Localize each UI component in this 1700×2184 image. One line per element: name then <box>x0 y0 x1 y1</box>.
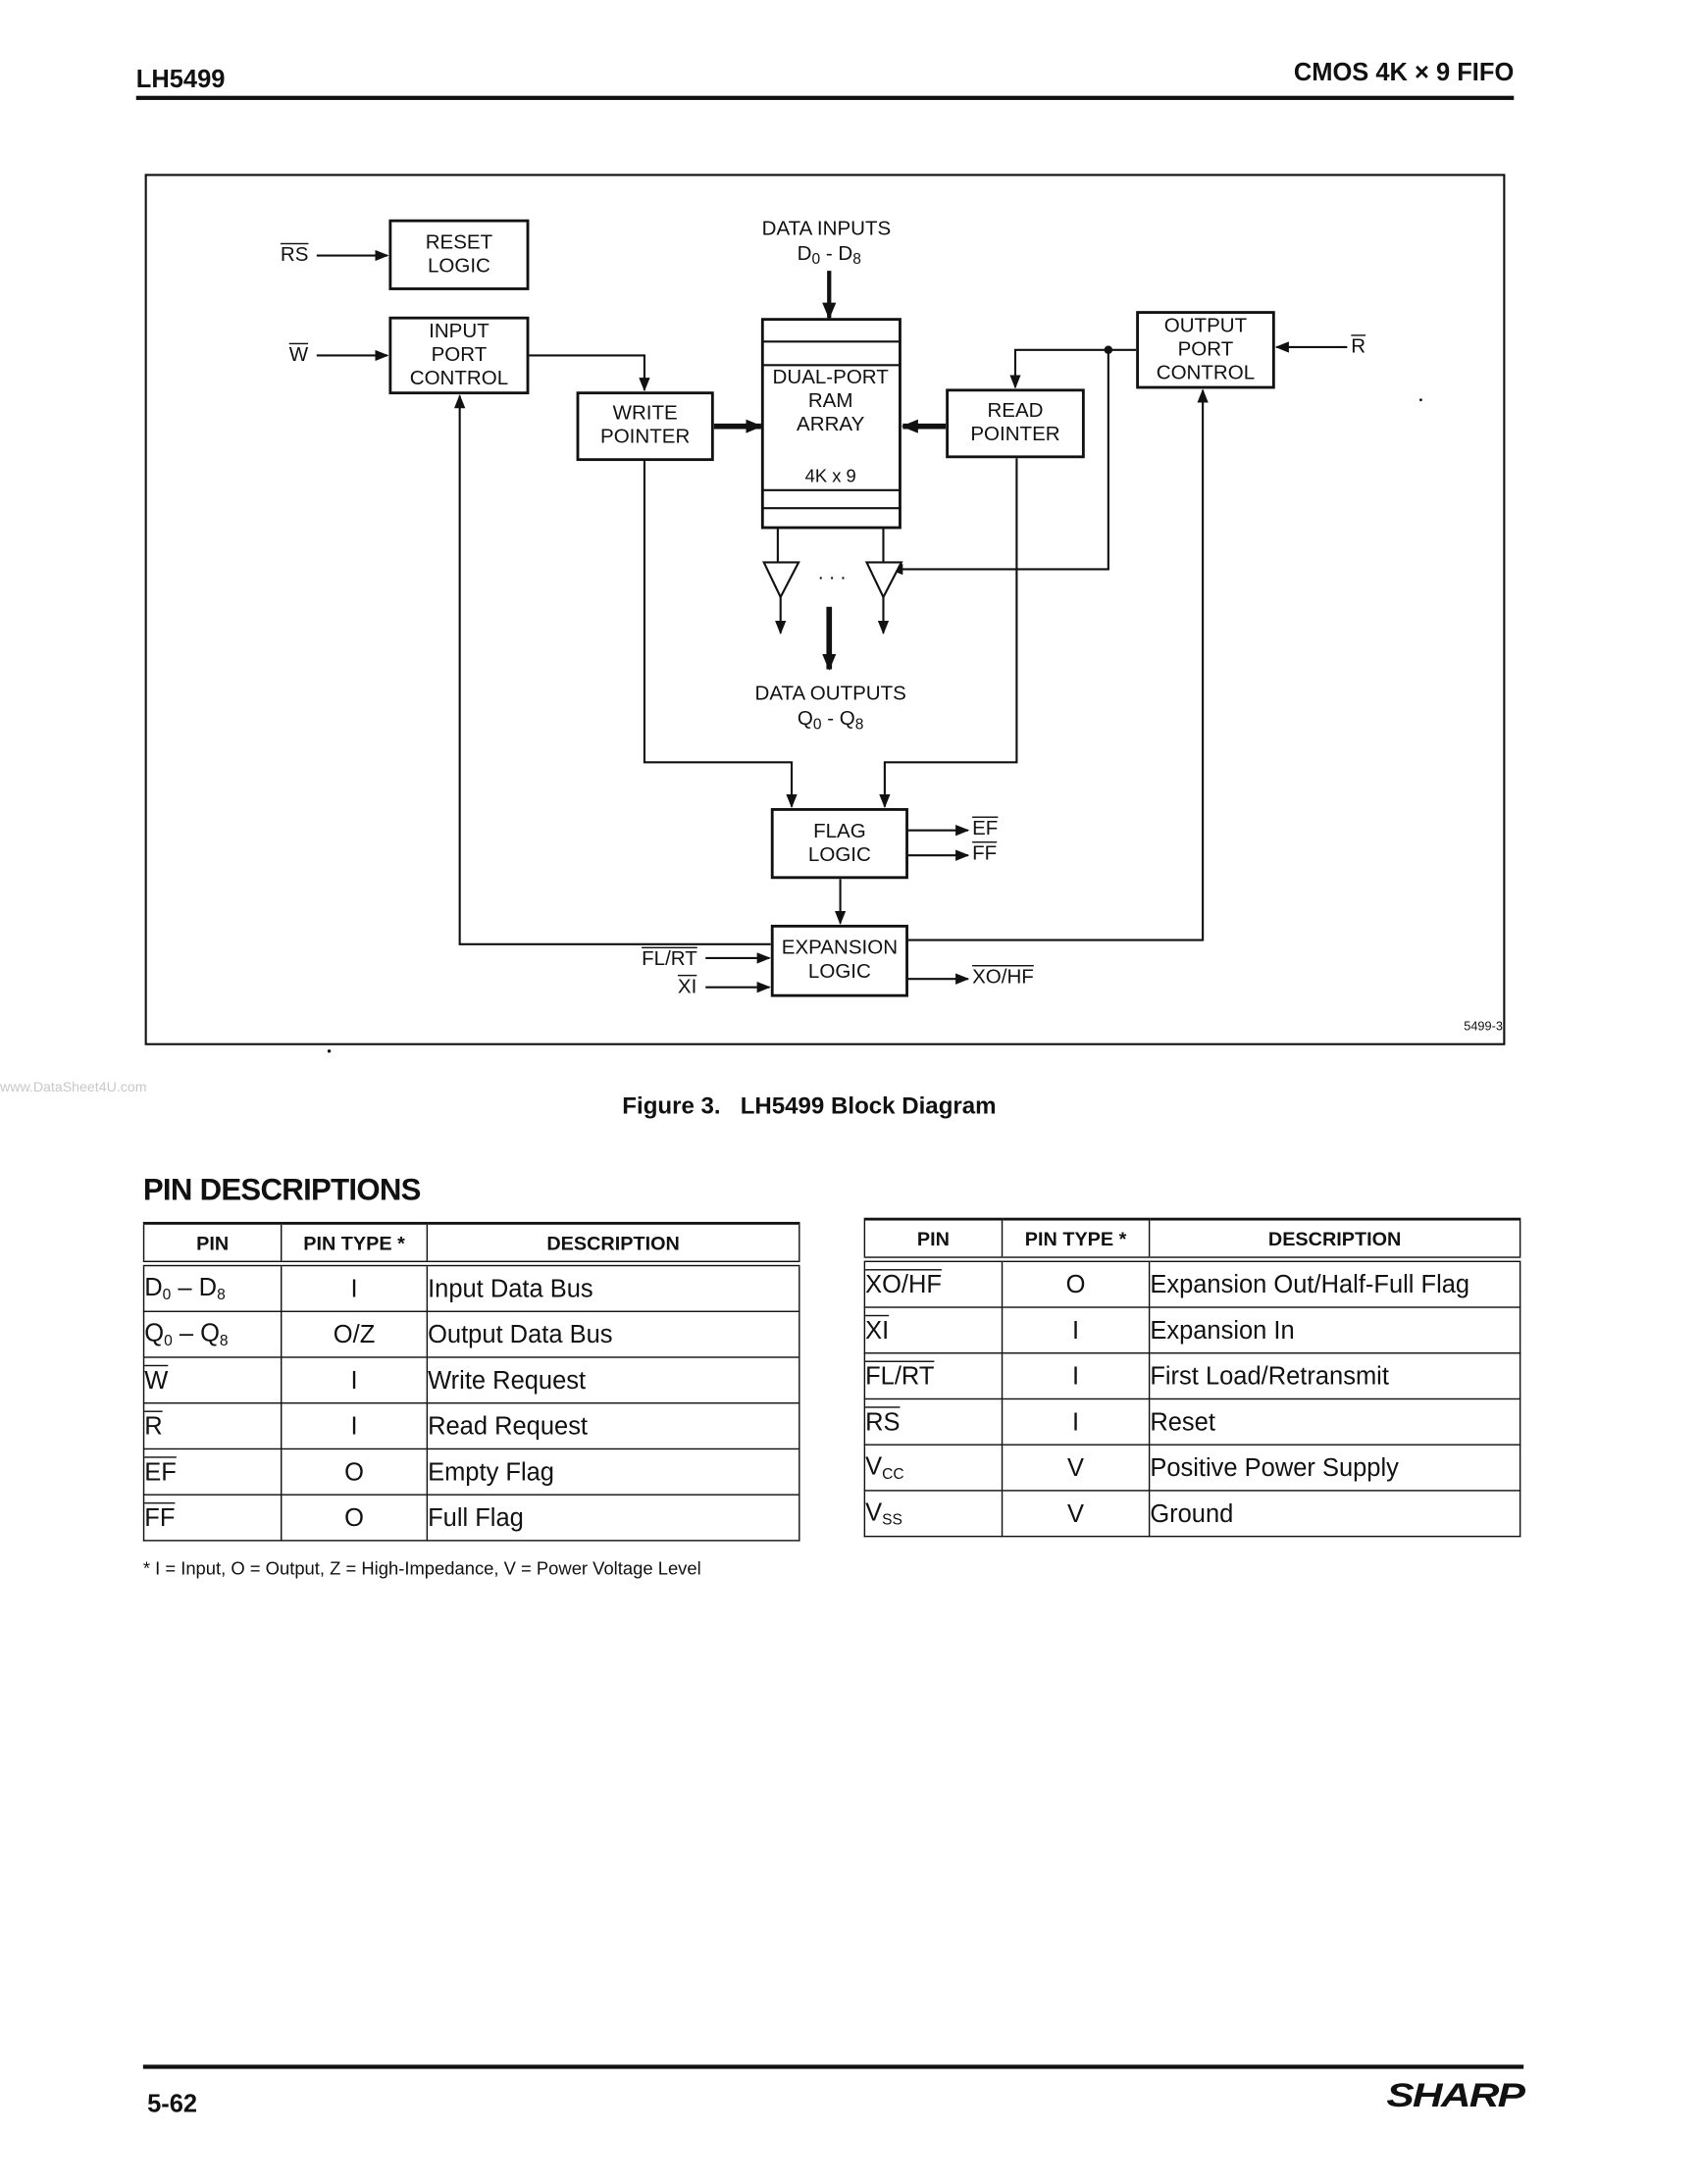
pin-cell: R <box>142 1402 283 1450</box>
footer-rule <box>142 2064 1524 2069</box>
pin-cell: FL/RT <box>863 1352 1004 1400</box>
pin-type-cell: I <box>281 1402 429 1450</box>
section-title: PIN DESCRIPTIONS <box>142 1171 422 1207</box>
ram-array-box <box>760 318 902 530</box>
description-cell: Input Data Bus <box>426 1262 800 1312</box>
pin-cell: W <box>142 1356 283 1404</box>
output-buffer-triangle <box>864 561 903 600</box>
description-cell: Output Data Bus <box>426 1310 800 1358</box>
pin-type-cell: I <box>1001 1397 1151 1446</box>
pin-cell: RS <box>863 1397 1004 1446</box>
page-number: 5-62 <box>147 2089 198 2118</box>
expansion-to-opc <box>907 388 1209 941</box>
pin-type-cell: V <box>1001 1444 1151 1492</box>
description-cell: Expansion In <box>1148 1306 1521 1354</box>
figure-id: 5499-3 <box>1464 1019 1503 1034</box>
read-pointer-to-flag <box>879 458 1018 809</box>
ef-label: EF <box>972 817 999 840</box>
page-header-title: CMOS 4K × 9 FIFO <box>1293 58 1515 86</box>
sharp-logo: SHARP <box>1386 2077 1525 2115</box>
pin-type-cell: O <box>1001 1258 1151 1308</box>
w-label: W <box>288 344 309 367</box>
description-cell: Expansion Out/Half-Full Flag <box>1148 1258 1521 1308</box>
opc-to-output-buffers <box>889 349 1109 576</box>
pin-type-cell: I <box>281 1356 429 1404</box>
description-cell: Ground <box>1148 1490 1521 1538</box>
r-label: R <box>1351 335 1366 359</box>
pin-cell: FF <box>142 1494 283 1542</box>
block-diagram <box>144 174 1506 1053</box>
ipc-to-write-pointer <box>529 354 650 392</box>
part-number: LH5499 <box>135 65 226 93</box>
description-cell: Empty Flag <box>426 1448 800 1496</box>
pin-cell: VSS <box>863 1490 1004 1538</box>
data-inputs-label: DATA INPUTS <box>761 218 892 240</box>
fl-rt-label: FL/RT <box>642 948 697 971</box>
description-cell: Positive Power Supply <box>1148 1444 1521 1492</box>
rs-label: RS <box>280 244 309 267</box>
description-cell: Read Request <box>426 1402 800 1450</box>
pin-cell: D0 – D8 <box>142 1262 283 1312</box>
pin-type-cell: V <box>1001 1490 1151 1538</box>
buffer-ellipsis: . . . <box>817 562 847 585</box>
write-pointer-to-flag <box>643 461 798 809</box>
description-cell: Reset <box>1148 1397 1521 1446</box>
data-inputs-range: D0 - D8 <box>797 242 861 269</box>
junction-dot <box>1104 345 1113 355</box>
ram-size: 4K x 9 <box>804 465 856 486</box>
pin-type-cell: O <box>281 1448 429 1496</box>
watermark: www.DataSheet4U.com <box>0 1080 147 1096</box>
xo-hf-label: XO/HF <box>972 966 1034 990</box>
output-buffer-triangle <box>762 561 800 600</box>
pin-cell: XO/HF <box>863 1258 1004 1308</box>
pin-type-cell: I <box>1001 1352 1151 1400</box>
description-cell: Full Flag <box>426 1494 800 1542</box>
figure-caption: Figure 3. LH5499 Block Diagram <box>622 1092 997 1120</box>
data-outputs-label: DATA OUTPUTS <box>754 683 906 706</box>
footnote: * I = Input, O = Output, Z = High-Impeda… <box>142 1557 701 1579</box>
header-rule <box>135 95 1515 100</box>
expansion-to-ipc <box>453 394 771 945</box>
opc-to-read-pointer <box>1009 348 1137 389</box>
diagram-frame <box>144 174 1506 1045</box>
description-cell: Write Request <box>426 1356 800 1404</box>
pin-cell: VCC <box>863 1444 1004 1492</box>
data-outputs-range: Q0 - Q8 <box>797 708 864 734</box>
pin-cell: XI <box>863 1306 1004 1354</box>
xi-label: XI <box>677 976 697 998</box>
pin-type-cell: O/Z <box>281 1310 429 1358</box>
pin-type-cell: I <box>281 1262 429 1312</box>
pin-type-cell: I <box>1001 1306 1151 1354</box>
pin-cell: Q0 – Q8 <box>142 1310 283 1358</box>
description-cell: First Load/Retransmit <box>1148 1352 1521 1400</box>
pin-type-cell: O <box>281 1494 429 1542</box>
pin-cell: EF <box>142 1448 283 1496</box>
ff-label: FF <box>972 842 998 866</box>
